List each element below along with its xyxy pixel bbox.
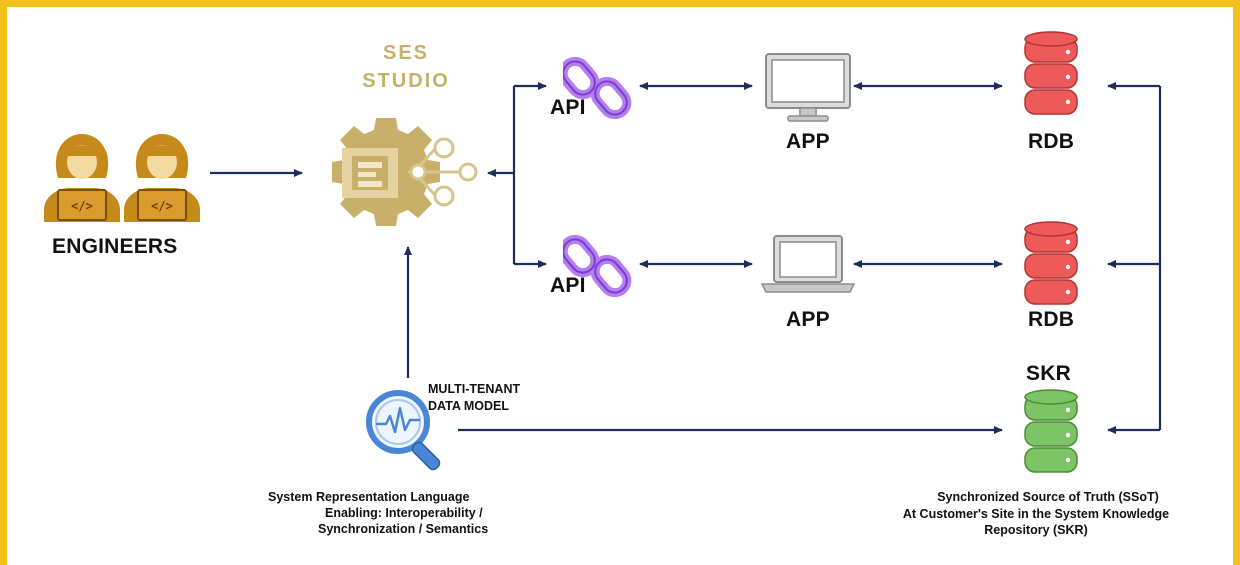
studio-title-line2: STUDIO	[362, 70, 450, 92]
rdb-label-bottom: RDB	[1028, 308, 1075, 331]
srl-caption-line3: Synchronization / Semantics	[318, 522, 489, 536]
svg-text:</>: </>	[71, 199, 93, 213]
api-link-icon-bottom	[558, 230, 633, 300]
studio-title-line1: SES	[382, 42, 430, 64]
frame-right-border	[1233, 0, 1240, 565]
rdb-database-icon-top	[1022, 30, 1080, 120]
magnifier-analytics-icon	[362, 386, 452, 476]
frame-left-border	[0, 0, 7, 565]
ssot-caption-line3: Repository (SKR)	[984, 523, 1088, 537]
api-link-icon-top	[558, 52, 633, 122]
rdb-label-top: RDB	[1028, 130, 1075, 153]
data-model-line1: MULTI-TENANT	[428, 382, 521, 396]
api-label-bottom: API	[550, 274, 586, 297]
laptop-icon	[760, 234, 856, 296]
srl-caption-line2: Enabling: Interoperability /	[325, 506, 483, 520]
svg-text:</>: </>	[151, 199, 173, 213]
ses-studio-gear-icon	[330, 112, 480, 234]
app-label-top: APP	[786, 130, 830, 153]
ssot-caption-line2: At Customer's Site in the System Knowled…	[902, 507, 1170, 521]
skr-database-icon	[1022, 388, 1080, 478]
frame-top-border	[0, 0, 1240, 7]
skr-label: SKR	[1026, 362, 1071, 385]
srl-caption-line1: System Representation Language	[268, 490, 470, 504]
desktop-monitor-icon	[762, 52, 854, 124]
data-model-line2: DATA MODEL	[428, 399, 510, 413]
api-label-top: API	[550, 96, 586, 119]
app-label-bottom: APP	[786, 308, 830, 331]
engineers-icon: </> </>	[40, 130, 200, 225]
rdb-database-icon-bottom	[1022, 220, 1080, 310]
ssot-caption-line1: Synchronized Source of Truth (SSoT)	[937, 490, 1159, 504]
engineers-label: ENGINEERS	[52, 235, 178, 258]
